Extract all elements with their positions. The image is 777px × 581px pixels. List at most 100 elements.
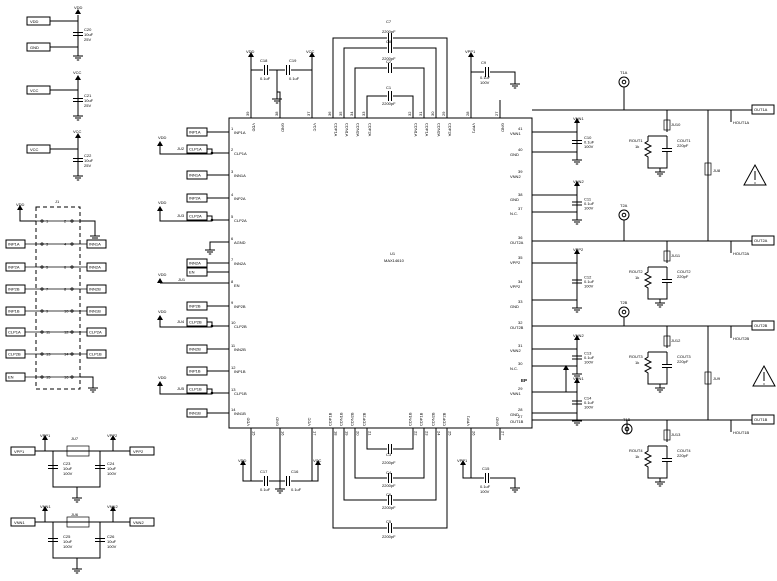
hout-label: HOUT1B	[733, 430, 750, 435]
vdd-arrow	[157, 278, 163, 283]
ic-pin-name: VNN2	[510, 348, 521, 353]
ic-pin-name: OUT1B	[510, 419, 524, 424]
net-label-text: CLP2A	[189, 214, 202, 219]
header-net-name: INN1B	[89, 309, 101, 314]
ic-pin-name: GND	[281, 123, 286, 132]
header-net-name: INP1B	[8, 309, 20, 314]
svg-text:VNN2: VNN2	[107, 504, 118, 509]
ic-pin-name: CDP1B	[419, 412, 424, 426]
vdd-arrow	[157, 381, 163, 386]
ic-pin-number: 40	[518, 147, 523, 152]
jumper	[663, 250, 671, 262]
test-point-label: T1B	[623, 417, 631, 422]
ic-pin-name: VNN2	[510, 174, 521, 179]
output-port-label: OUT1B	[754, 417, 768, 422]
ic-pin-number: 20	[356, 431, 361, 436]
header-pin	[70, 330, 74, 334]
svg-text:100V: 100V	[480, 80, 490, 85]
svg-text:C15: C15	[482, 466, 490, 471]
ic-pin-number: 29	[518, 386, 523, 391]
header-pin-number: 5	[46, 265, 49, 270]
supply-net-label: VNN1	[573, 116, 584, 121]
header-net-name: INP1A	[8, 242, 20, 247]
cap-ref: C11	[584, 197, 592, 202]
ic-pin-name: VDD	[252, 123, 257, 132]
header-pin	[70, 309, 74, 313]
ic-pin-number: 41	[518, 126, 523, 131]
test-point-label: T2B	[620, 300, 628, 305]
header-pin	[40, 287, 44, 291]
jumper-label: JU4	[177, 319, 185, 324]
svg-text:0.1uF: 0.1uF	[480, 484, 491, 489]
resistor-ref: ROUT1	[629, 138, 643, 143]
cap-ref: COUT3	[677, 354, 691, 359]
supply-wire	[532, 262, 578, 304]
jumper-label: JU13	[671, 432, 681, 437]
header-pin-number: 15	[46, 375, 51, 380]
supply-net-label: VNN2	[573, 179, 584, 184]
ic-pin-number: 22	[414, 431, 419, 436]
ic-ref: U1	[390, 251, 396, 256]
resistor	[643, 446, 653, 474]
svg-text:JU7: JU7	[71, 436, 79, 441]
capacitor	[661, 458, 673, 462]
hout-label: HOUT2B	[733, 336, 750, 341]
cap-voltage: 100V	[584, 206, 594, 211]
svg-text:100V: 100V	[63, 544, 73, 549]
ic-pin-name: GND	[275, 417, 280, 426]
header-pin-number: 9	[46, 309, 49, 314]
ground-symbol	[571, 416, 583, 426]
ic-pin-number: 37	[306, 111, 311, 116]
ic-pin-name: CDP2A	[368, 123, 373, 137]
svg-text:VCC: VCC	[313, 458, 322, 463]
ic-pin-name: CDN1A	[414, 123, 419, 137]
svg-text:C7: C7	[386, 19, 392, 24]
net-label-text: INN1A	[189, 173, 201, 178]
svg-text:C16: C16	[291, 469, 299, 474]
svg-text:VCC: VCC	[30, 88, 39, 93]
ic-pin-name: CLP2B	[234, 324, 247, 329]
header-pin-number: 6	[64, 265, 67, 270]
ic-pin-name: VPP2	[510, 260, 521, 265]
svg-text:C22: C22	[84, 153, 92, 158]
svg-text:25V: 25V	[84, 37, 91, 42]
header-pin	[40, 375, 44, 379]
jumper-label: JU12	[671, 338, 681, 343]
ic-pin-number: 27	[518, 414, 523, 419]
ic-pin-name: VCC	[307, 417, 312, 426]
ic-pin-name: CDN1A	[345, 123, 350, 137]
ic-pin-name: INN2B	[234, 347, 246, 352]
svg-text:10uF: 10uF	[107, 539, 117, 544]
svg-text:VDD: VDD	[30, 19, 39, 24]
jumper	[704, 371, 712, 385]
vdd-arrow	[157, 315, 163, 320]
ic-pin-number: 7	[231, 257, 234, 262]
cap-ref: COUT4	[677, 448, 691, 453]
ic-pin-name: VNN1	[510, 391, 521, 396]
ic-pin-number: 12	[231, 365, 236, 370]
header-net-name: INN1A	[89, 242, 101, 247]
warning-icon	[743, 163, 767, 186]
svg-text:0.1uF: 0.1uF	[291, 487, 302, 492]
header-pin-number: 1	[46, 219, 49, 224]
ic-pin-number: 35	[518, 255, 523, 260]
ic-pin-name: GND	[510, 152, 519, 157]
ic-pin-name: CDP2A	[448, 123, 453, 137]
svg-text:VNN1: VNN1	[14, 520, 25, 525]
cap-value: 220pF	[677, 359, 689, 364]
svg-text:0.1uF: 0.1uF	[289, 76, 300, 81]
jumper-label: JU11	[671, 253, 681, 258]
svg-text:C9: C9	[481, 60, 487, 65]
ic-pin-name: VPP1	[472, 123, 477, 134]
ic-pin-name: CDP1A	[425, 123, 430, 137]
resistor-value: 1k	[635, 275, 639, 280]
ic-pin-number: 10	[231, 320, 236, 325]
svg-text:VCC: VCC	[306, 49, 315, 54]
net-label-text: INN2B	[189, 347, 201, 352]
svg-text:C23: C23	[63, 461, 71, 466]
ic-pin-name: CDN2A	[437, 123, 442, 137]
svg-text:VCC: VCC	[73, 129, 82, 134]
cap-value: 220pF	[677, 453, 689, 458]
svg-text:2200pF: 2200pF	[382, 534, 396, 539]
